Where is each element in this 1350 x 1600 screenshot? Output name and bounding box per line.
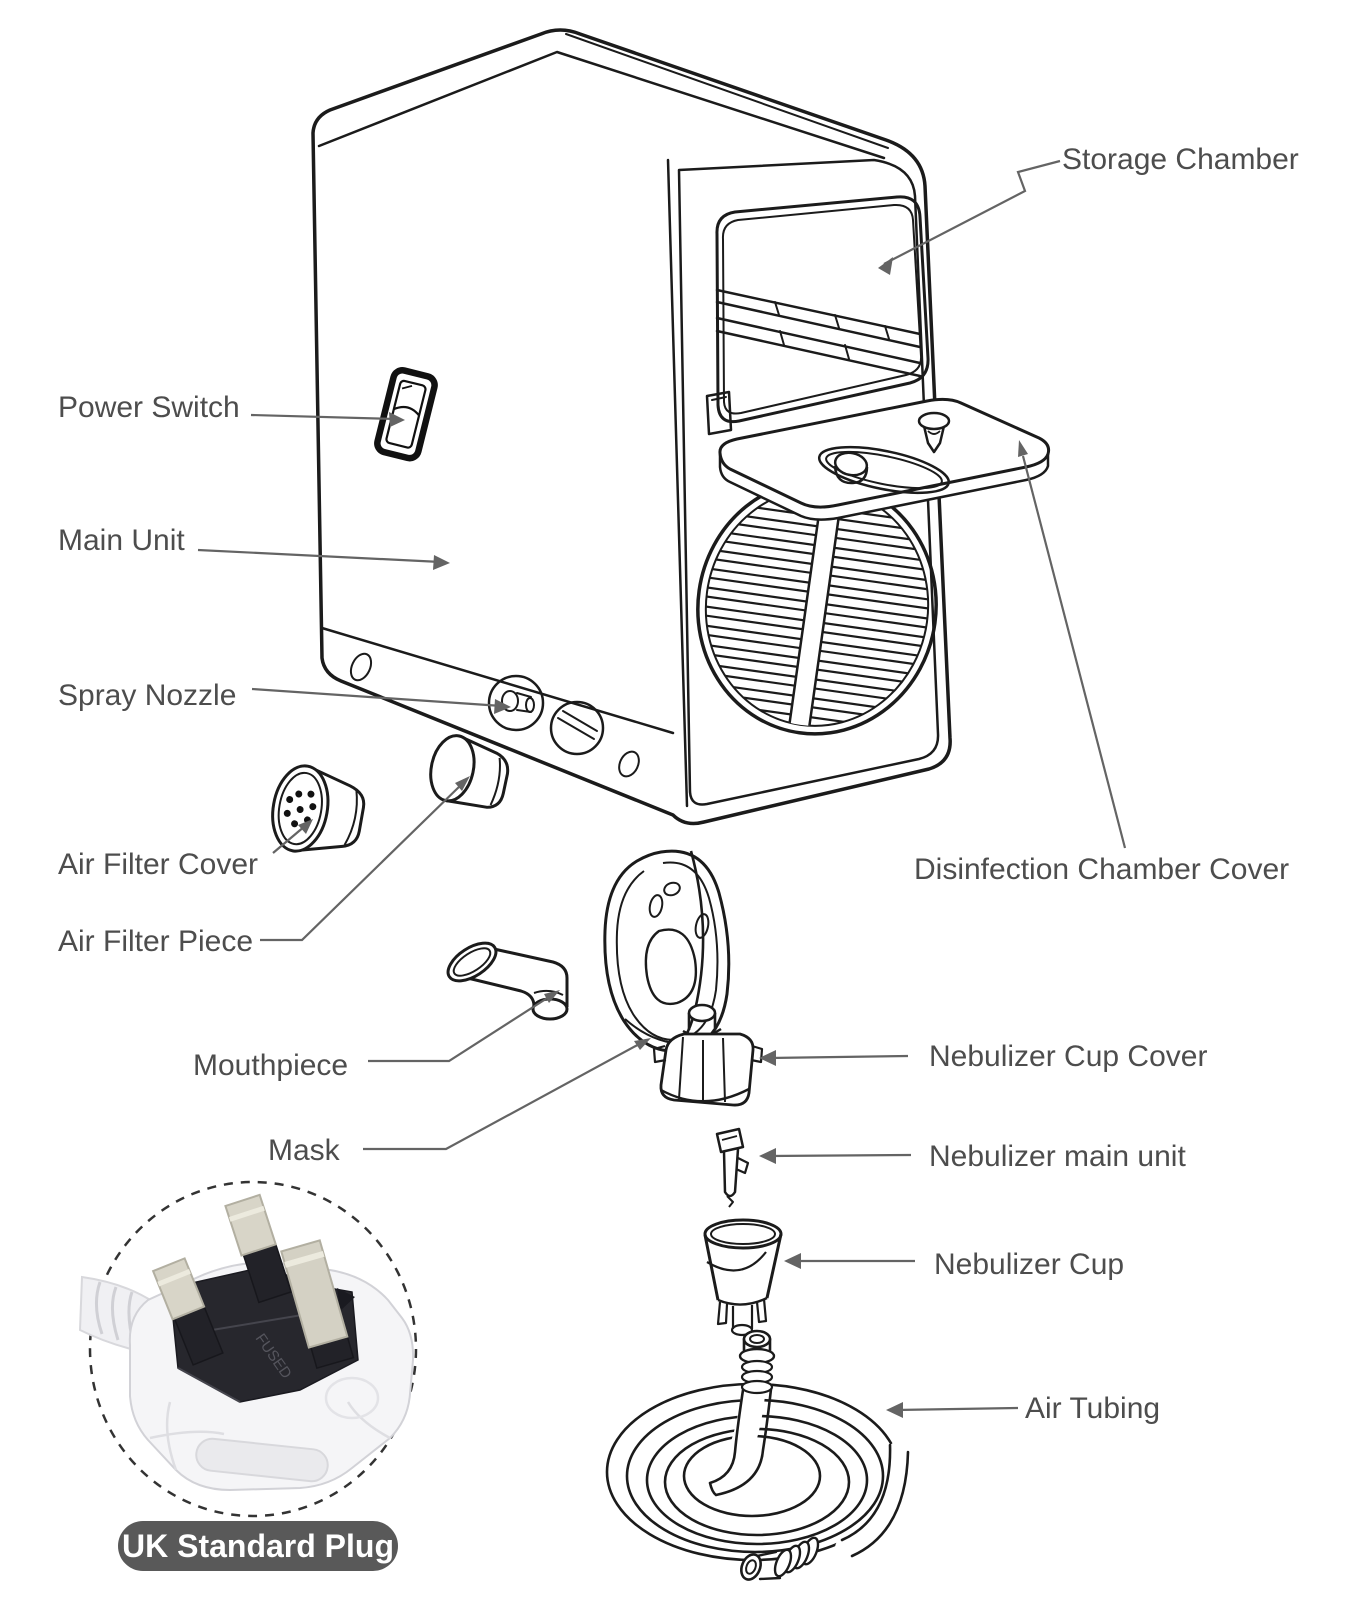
grille-drawing (690, 473, 944, 741)
nebulizer-cup-cover-drawing (652, 1003, 764, 1107)
label-storage-chamber: Storage Chamber (1062, 143, 1299, 176)
label-air-tubing: Air Tubing (1025, 1392, 1161, 1425)
label-spray-nozzle: Spray Nozzle (58, 679, 237, 712)
uk-standard-plug-badge: UK Standard Plug (118, 1521, 398, 1571)
air-tubing-drawing (605, 1329, 910, 1581)
label-disinfection-chamber-cover: Disinfection Chamber Cover (914, 853, 1290, 886)
power-switch-drawing (374, 367, 438, 462)
label-air-filter-piece: Air Filter Piece (58, 925, 254, 958)
label-main-unit: Main Unit (58, 524, 185, 557)
nebulizer-main-unit-drawing (715, 1127, 750, 1208)
air-filter-cover-drawing (271, 764, 366, 853)
label-nebulizer-cup: Nebulizer Cup (934, 1248, 1125, 1281)
label-power-switch: Power Switch (58, 391, 240, 424)
label-nebulizer-main-unit: Nebulizer main unit (929, 1140, 1186, 1173)
label-mask: Mask (268, 1134, 340, 1167)
spray-nozzle-drawing (487, 674, 605, 756)
mouthpiece-drawing (446, 941, 569, 1021)
plug-pin-left (151, 1257, 224, 1366)
label-air-filter-cover: Air Filter Cover (58, 848, 259, 881)
leader-arrowheads (298, 257, 1028, 1418)
nebulizer-cup-drawing (703, 1218, 783, 1337)
storage-chamber-drawing (715, 195, 930, 424)
dashed-circle (88, 1180, 418, 1518)
uk-plug-photo: FUSED (78, 1180, 418, 1518)
disinfection-chamber-cover-drawing (718, 397, 1051, 521)
label-nebulizer-cup-cover: Nebulizer Cup Cover (929, 1040, 1208, 1073)
leader-lines (197, 159, 1127, 1412)
plug-pin-middle (224, 1193, 293, 1304)
mask-drawing (603, 849, 731, 1053)
label-mouthpiece: Mouthpiece (193, 1049, 349, 1082)
plug-pin-right (280, 1239, 355, 1370)
